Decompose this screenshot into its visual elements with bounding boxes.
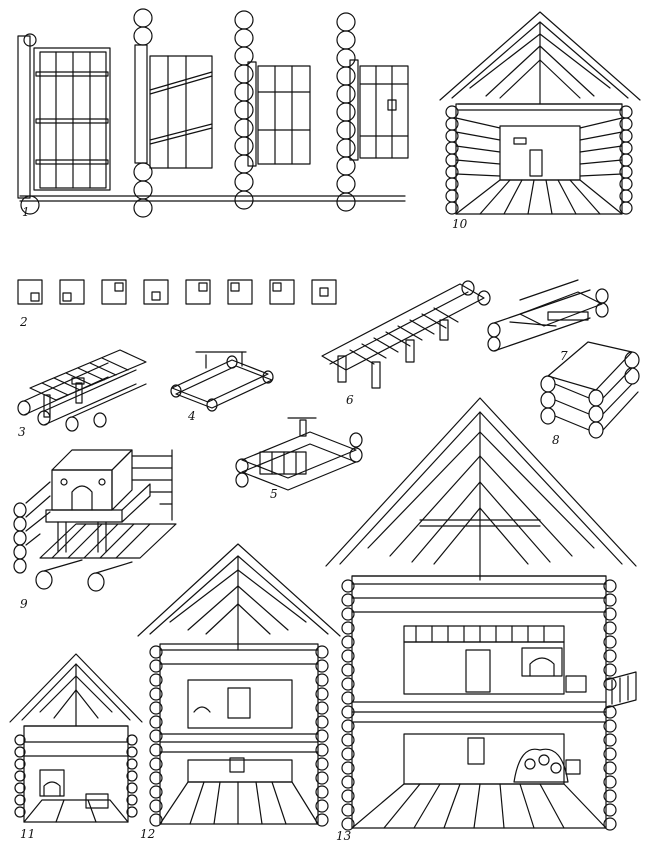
door-elevation-b: [134, 9, 212, 217]
figure-label-10: 10: [452, 217, 468, 231]
figure-label-5: 5: [270, 487, 278, 501]
figure-8-stacked-crib: [541, 342, 639, 438]
figure-label-6: 6: [346, 393, 354, 407]
figure-label-11: 11: [20, 827, 36, 841]
figure-label-7: 7: [560, 349, 568, 363]
figure-label-12: 12: [140, 827, 156, 841]
figure-9-stove-platform: [14, 450, 176, 591]
log-ends-left: [342, 580, 354, 830]
figure-6-beam-floor: [322, 281, 490, 388]
figure-2-stove-plans: [18, 280, 336, 304]
log-corner-wall: [14, 450, 172, 573]
log-ends-left: [150, 646, 162, 826]
figure-7-crib-crossbeams: [488, 280, 608, 351]
figure-label-8: 8: [552, 433, 560, 447]
figure-label-1: 1: [22, 205, 30, 219]
figure-label-4: 4: [188, 409, 196, 423]
figure-3-floor-framing: [18, 350, 146, 431]
figure-label-9: 9: [20, 597, 28, 611]
figure-label-2: 2: [20, 315, 28, 329]
figure-1-door-elevations: [18, 9, 408, 217]
figure-4-small-frame: [171, 352, 273, 411]
door-elevation-a: [18, 34, 110, 214]
figure-12-two-storey-house: [138, 544, 340, 826]
door-elevation-c: [235, 11, 310, 209]
figure-label-3: 3: [18, 425, 26, 439]
figure-11-small-hut: [10, 654, 142, 822]
figure-5-board-frame: [236, 418, 362, 490]
log-ends-right: [316, 646, 328, 826]
figure-label-13: 13: [336, 829, 352, 843]
log-ends-left: [446, 106, 458, 214]
figure-13-large-house: [326, 398, 636, 830]
door-elevation-d: [337, 13, 408, 211]
log-ends-right: [620, 106, 632, 214]
log-ends-right: [604, 580, 616, 830]
figure-10-hut-section: [440, 12, 640, 214]
